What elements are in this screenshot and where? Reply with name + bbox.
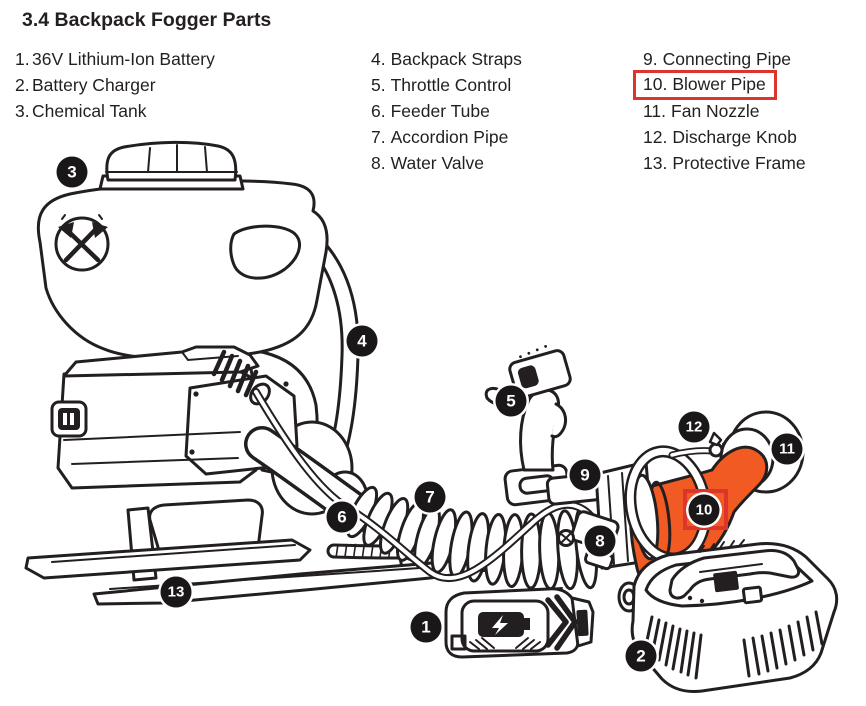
part-label: Chemical Tank — [32, 101, 147, 121]
discharge-knob — [668, 431, 729, 459]
part-label: Throttle Control — [390, 75, 512, 95]
part-number: 4. — [371, 49, 386, 69]
part-item-4[interactable]: 4.Backpack Straps — [371, 46, 522, 72]
callout-7: 7 — [414, 481, 446, 513]
part-item-9[interactable]: 9.Connecting Pipe — [643, 46, 806, 72]
part-number: 13. — [643, 153, 668, 173]
callout-3: 3 — [56, 156, 88, 188]
part-number: 11. — [643, 101, 667, 121]
callout-10: 10 — [688, 494, 720, 526]
battery-icon — [478, 612, 530, 637]
part-number: 9. — [643, 49, 658, 69]
part-item-7[interactable]: 7.Accordion Pipe — [371, 124, 522, 150]
part-label: Feeder Tube — [390, 101, 490, 121]
callout-5: 5 — [495, 385, 527, 417]
part-number: 10. — [643, 74, 668, 94]
part-item-1[interactable]: 1.36V Lithium-Ion Battery — [15, 46, 215, 72]
callout-12: 12 — [678, 411, 710, 443]
part-number: 2. — [15, 75, 30, 95]
part-item-5[interactable]: 5.Throttle Control — [371, 72, 522, 98]
part-item-12[interactable]: 12.Discharge Knob — [643, 124, 806, 150]
part-number: 5. — [371, 75, 386, 95]
tank-grip — [229, 224, 301, 280]
diagram-highlight-box — [683, 489, 728, 530]
callout-11: 11 — [771, 433, 803, 465]
part-label: Accordion Pipe — [390, 127, 509, 147]
part-number: 7. — [371, 127, 386, 147]
part-item-8[interactable]: 8.Water Valve — [371, 150, 522, 176]
part-label: 36V Lithium-Ion Battery — [32, 49, 215, 69]
callout-4: 4 — [346, 325, 378, 357]
part-label: Connecting Pipe — [662, 49, 792, 69]
feeder-tube — [252, 388, 601, 583]
part-label: Fan Nozzle — [671, 101, 760, 121]
brand-logo-icon — [54, 214, 110, 272]
highlighted-part-item: 10.Blower Pipe — [633, 70, 777, 100]
part-item-11[interactable]: 11.Fan Nozzle — [643, 98, 806, 124]
part-label: Discharge Knob — [672, 127, 797, 147]
part-item-10[interactable]: 10.Blower Pipe — [633, 70, 806, 100]
part-number: 8. — [371, 153, 386, 173]
tank-cap — [98, 140, 245, 191]
part-label: Water Valve — [390, 153, 484, 173]
part-number: 1. — [15, 49, 30, 69]
callout-8: 8 — [584, 525, 616, 557]
part-label: Backpack Straps — [390, 49, 522, 69]
motor-skirt — [148, 498, 264, 556]
part-label: Protective Frame — [672, 153, 806, 173]
part-item-13[interactable]: 13.Protective Frame — [643, 150, 806, 176]
callout-6: 6 — [326, 501, 358, 533]
callout-2: 2 — [625, 640, 657, 672]
part-item-2[interactable]: 2.Battery Charger — [15, 72, 215, 98]
part-label: Blower Pipe — [672, 74, 766, 94]
callout-9: 9 — [569, 459, 601, 491]
part-item-6[interactable]: 6.Feeder Tube — [371, 98, 522, 124]
power-connector — [50, 400, 88, 438]
part-number: 12. — [643, 127, 668, 147]
battery-charger — [617, 539, 839, 693]
part-number: 6. — [371, 101, 386, 121]
callout-1: 1 — [410, 611, 442, 643]
part-label: Battery Charger — [32, 75, 156, 95]
battery — [444, 587, 595, 659]
motor-lid — [62, 345, 260, 378]
page-title: 3.4 Backpack Fogger Parts — [22, 9, 272, 31]
part-item-3[interactable]: 3.Chemical Tank — [15, 98, 215, 124]
throttle-head — [508, 344, 572, 399]
motor-housing — [50, 345, 369, 556]
callout-13: 13 — [160, 576, 192, 608]
part-number: 3. — [15, 101, 30, 121]
